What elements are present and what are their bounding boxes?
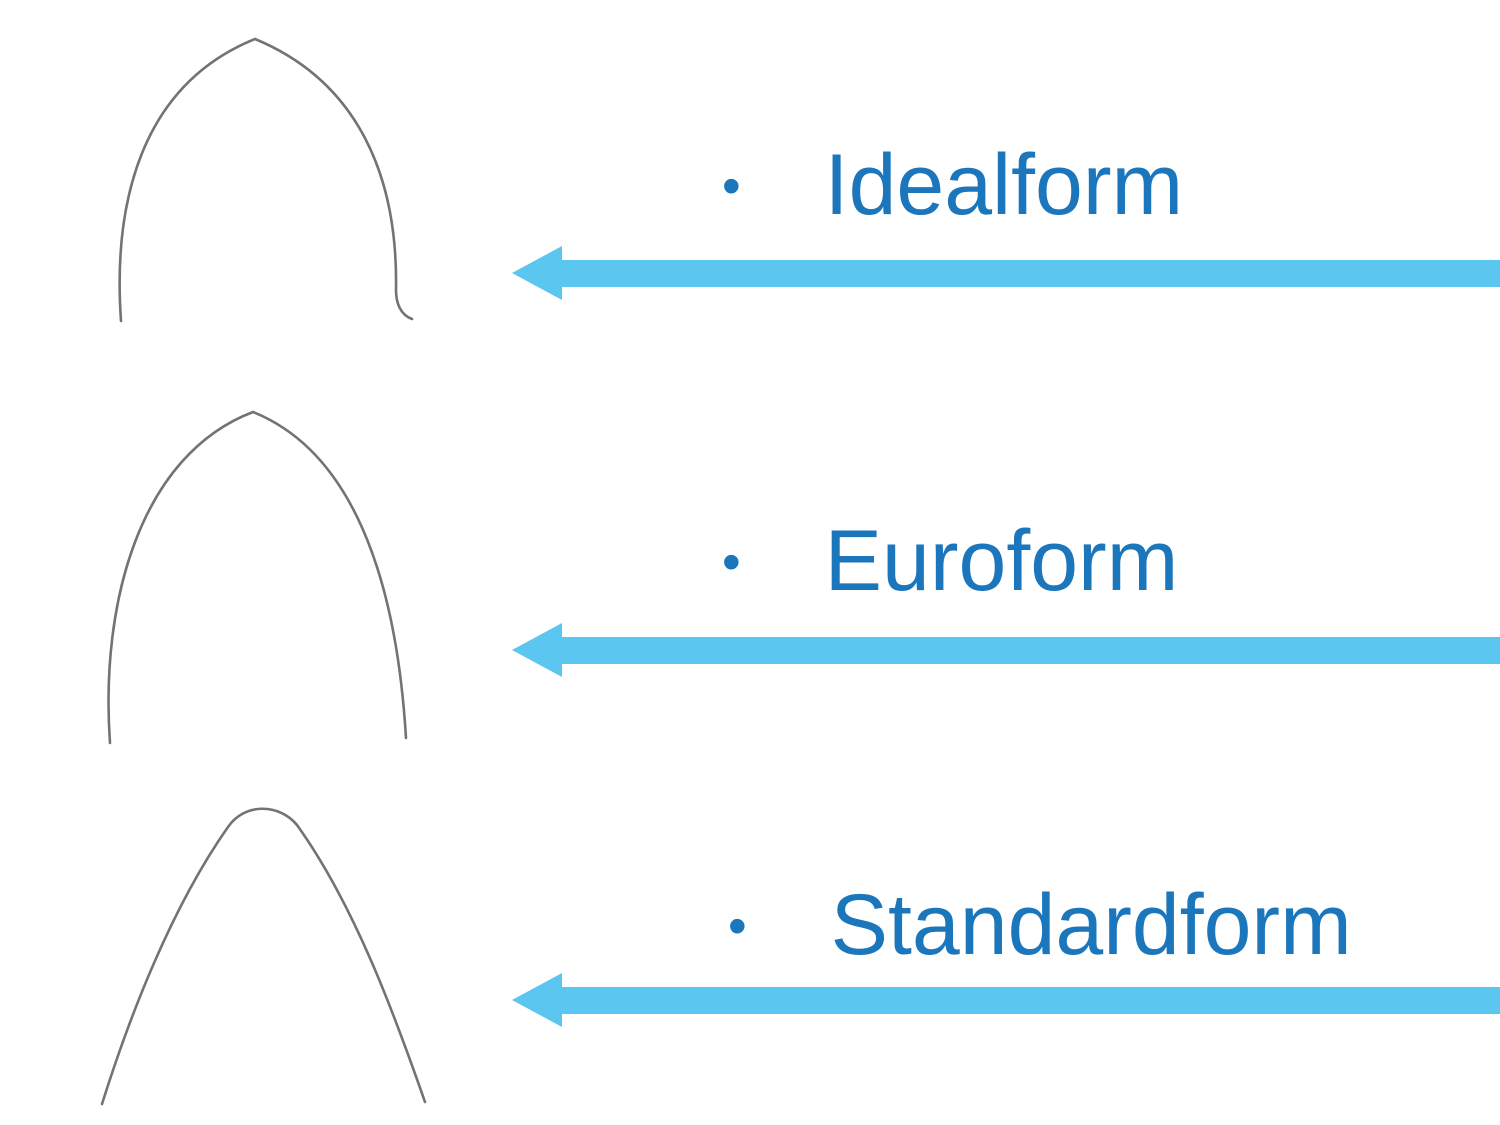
arrow-head-icon [512, 623, 562, 677]
archwire-standardform-curve-icon [100, 807, 427, 1106]
archform-label-standardform: • Standardform [728, 882, 1352, 968]
archform-label-text: Standardform [830, 877, 1352, 973]
left-arrow [512, 623, 1500, 677]
archwire-idealform-curve-icon [118, 37, 414, 323]
bullet-icon: • [722, 157, 741, 217]
arrow-shaft [562, 259, 1500, 287]
archform-label-euroform: • Euroform [722, 518, 1178, 604]
archwire-euroform-curve-icon [107, 410, 408, 745]
bullet-icon: • [722, 533, 741, 593]
arrow-head-icon [512, 246, 562, 300]
archform-label-text: Euroform [824, 513, 1179, 609]
arrow-head-icon [512, 973, 562, 1027]
left-arrow [512, 973, 1500, 1027]
left-arrow [512, 246, 1500, 300]
archform-label-text: Idealform [824, 137, 1184, 233]
arrow-shaft [562, 636, 1500, 664]
archform-label-idealform: • Idealform [722, 142, 1183, 228]
arrow-shaft [562, 986, 1500, 1014]
bullet-icon: • [728, 897, 747, 957]
